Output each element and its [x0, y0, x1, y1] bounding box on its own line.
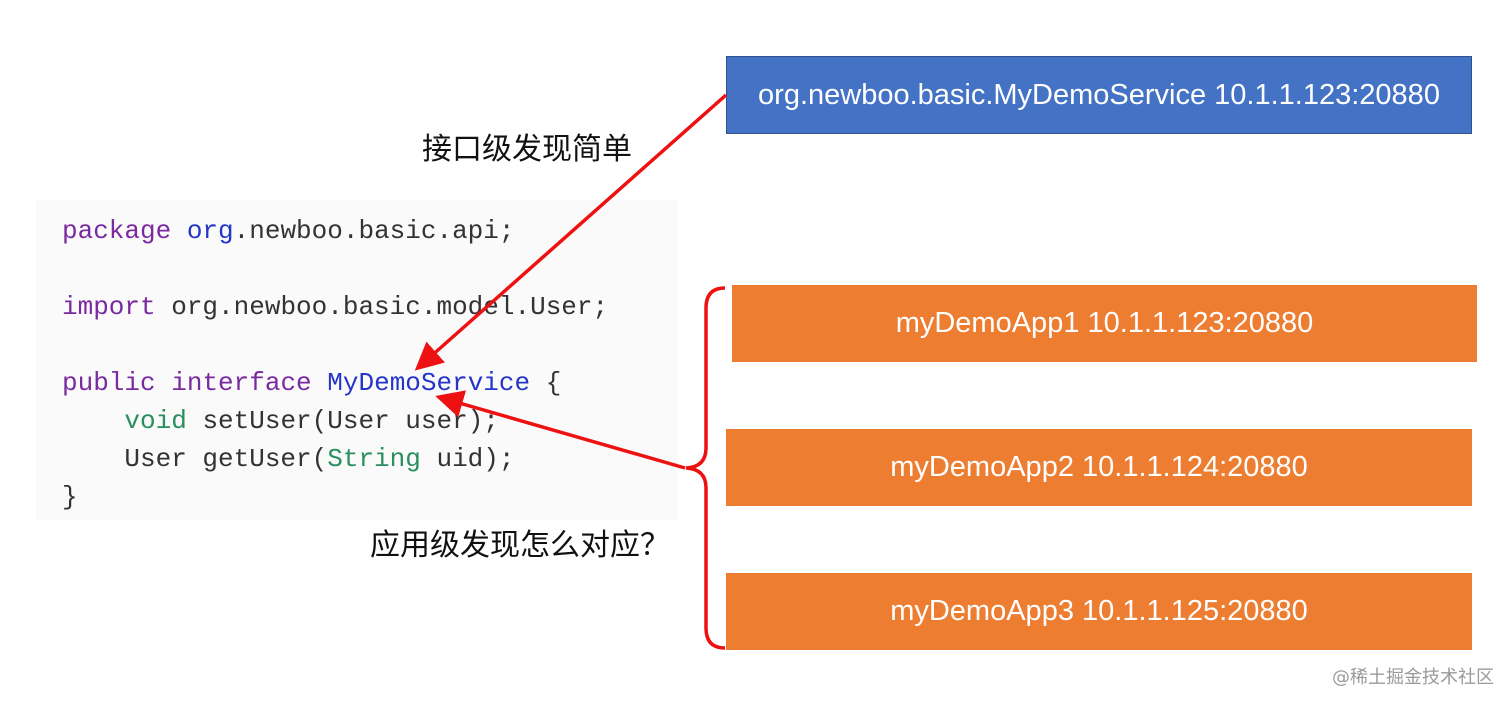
interface-registry-box: org.newboo.basic.MyDemoService 10.1.1.12… — [726, 56, 1472, 134]
code-line-getuser: User getUser(String uid); — [62, 444, 515, 474]
keyword-package: package — [62, 216, 172, 246]
code-line-import: import org.newboo.basic.model.User; — [62, 292, 608, 322]
code-line-package: package org.newboo.basic.api; — [62, 216, 515, 246]
package-path: .newboo.basic.api; — [233, 216, 515, 246]
code-line-close: } — [62, 482, 78, 512]
keyword-interface: interface — [171, 368, 312, 398]
apps-curly-brace — [685, 286, 726, 650]
getuser-suffix: uid); — [420, 444, 515, 474]
interface-name: MyDemoService — [327, 368, 531, 398]
caption-interface-discovery: 接口级发现简单 — [422, 132, 632, 167]
type-string: String — [327, 444, 421, 474]
arrow-interface-to-service — [414, 93, 728, 371]
watermark: @稀土掘金技术社区 — [1332, 667, 1494, 688]
arrow-apps-to-service — [435, 390, 686, 470]
type-void: void — [124, 406, 187, 436]
code-line-interface: public interface MyDemoService { — [62, 368, 561, 398]
app-box-2: myDemoApp2 10.1.1.124:20880 — [726, 429, 1472, 506]
code-panel — [36, 200, 678, 520]
open-brace: { — [530, 368, 562, 398]
code-line-setuser: void setUser(User user); — [62, 406, 499, 436]
app-box-1: myDemoApp1 10.1.1.123:20880 — [732, 285, 1477, 362]
import-path: org.newboo.basic.model.User; — [155, 292, 609, 322]
setuser-signature: setUser(User user); — [186, 406, 499, 436]
close-brace: } — [62, 482, 78, 512]
keyword-import: import — [62, 292, 156, 322]
app-box-3: myDemoApp3 10.1.1.125:20880 — [726, 573, 1472, 650]
keyword-public: public — [62, 368, 156, 398]
getuser-prefix: User getUser( — [62, 444, 328, 474]
package-root: org — [186, 216, 234, 246]
caption-app-discovery: 应用级发现怎么对应？ — [370, 528, 670, 563]
